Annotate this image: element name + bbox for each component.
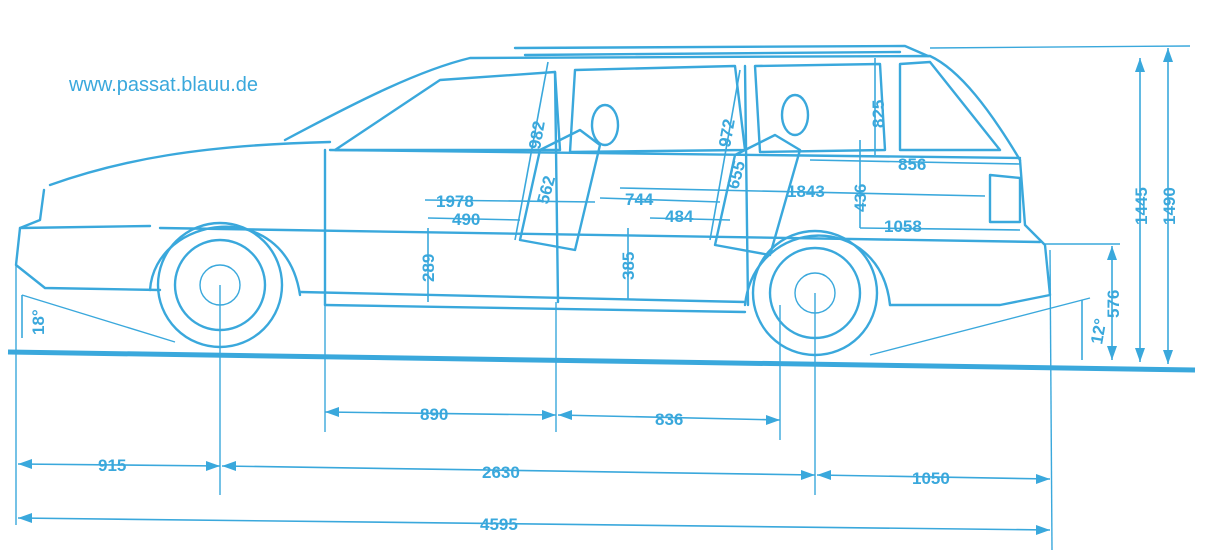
label-height-body: 1445 [1132,187,1151,225]
label-cargo-height: 825 [869,100,888,128]
car-body [14,44,1052,314]
label-rear-headroom: 972 [715,117,739,148]
label-cargo-length-folded: 1843 [787,182,825,201]
label-cargo-length-upper: 856 [898,155,926,174]
extension-lines [15,45,1191,551]
label-departure-angle: 12° [1087,317,1110,346]
label-approach-angle: 18° [29,309,48,335]
rear-seat [713,93,810,257]
front-seat [518,103,620,252]
label-rear-overhang: 1050 [912,469,950,488]
label-front-seat-depth: 490 [452,210,480,229]
ground-line [7,349,1196,373]
label-front-headroom: 982 [525,119,549,150]
label-rear-seat-spacing: 836 [655,410,683,429]
label-front-seat-spacing: 890 [420,405,448,424]
vertical-dimensions [21,48,1173,364]
label-rear-seat-depth: 484 [665,207,694,226]
label-sill-height: 436 [851,184,870,212]
dimension-labels: 4595 915 2630 1050 890 836 856 1843 1058… [29,100,1179,534]
label-rear-seat-position: 744 [625,190,654,209]
label-cargo-length-floor: 1058 [884,217,922,236]
watermark: www.passat.blauu.de [69,74,259,96]
label-front-legroom-total: 1978 [436,192,474,211]
horizontal-dimensions [17,159,1051,535]
label-overall-length: 4595 [480,515,518,534]
label-front-overhang: 915 [98,456,126,475]
label-wheelbase: 2630 [482,463,520,482]
label-rear-height: 576 [1104,290,1123,318]
label-rear-seat-height: 385 [619,252,638,280]
label-overall-height: 1490 [1160,187,1179,225]
label-front-seat-height: 289 [419,254,438,282]
